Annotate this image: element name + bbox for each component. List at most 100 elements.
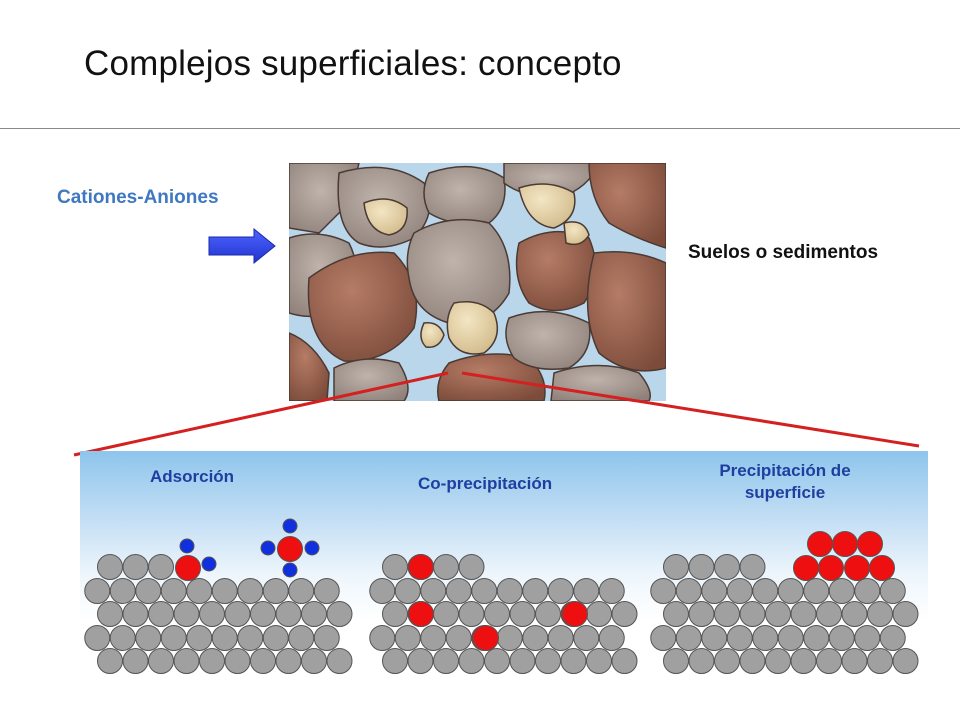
lattice-atom (663, 601, 689, 627)
lattice-atom (535, 601, 561, 627)
lattice-atom (97, 601, 123, 627)
lattice-atom (560, 648, 587, 674)
lattice-atom (122, 554, 149, 580)
lattice-atom (803, 625, 830, 651)
lattice-atom (275, 648, 302, 674)
lattice-atom (739, 648, 766, 674)
surface-precipitation-label: Precipitación de superficie (690, 460, 880, 504)
lattice-atom (867, 601, 893, 627)
lattice-atom (160, 578, 187, 604)
lattice-atom (394, 578, 421, 604)
lattice-atom (382, 554, 408, 580)
lattice-atom (109, 578, 136, 604)
sorbed-cation (277, 536, 303, 562)
lattice-atom (688, 554, 715, 580)
lattice-atom (675, 578, 702, 604)
lattice-atom (186, 625, 213, 651)
lattice-atom (726, 578, 753, 604)
lattice-atom (84, 578, 111, 604)
lattice-atom (250, 601, 276, 627)
sorbed-cation (408, 554, 434, 580)
surface-precipitation-line1: Precipitación de (719, 461, 851, 480)
lattice-atom (879, 578, 906, 604)
lattice-atom (122, 601, 149, 627)
lattice-atom (714, 554, 740, 580)
lattice-atom (611, 648, 638, 674)
lattice-atom (714, 648, 740, 674)
lattice-atom (186, 578, 213, 604)
lattice-atom (777, 625, 804, 651)
ligand (179, 538, 195, 554)
lattice-atom (458, 648, 485, 674)
lattice-atom (211, 625, 238, 651)
lattice-atom (262, 578, 289, 604)
lattice-atom (522, 625, 549, 651)
sorbed-cation (562, 601, 588, 627)
lattice-atom (535, 648, 561, 674)
lattice-atom (573, 578, 600, 604)
lattice-atom (382, 648, 408, 674)
lattice-atom (237, 578, 264, 604)
lattice-atom (135, 578, 162, 604)
lattice-atom (892, 648, 919, 674)
lattice-atom (547, 578, 574, 604)
lattice-atom (109, 625, 136, 651)
lattice-atom (867, 648, 893, 674)
lattice-atom (224, 601, 251, 627)
lattice-atom (828, 578, 855, 604)
lattice-atom (369, 578, 396, 604)
lattice-atom (701, 625, 728, 651)
lattice-atom (688, 648, 715, 674)
lattice-atom (739, 601, 766, 627)
lattice-atom (879, 625, 906, 651)
lattice-atom (394, 625, 421, 651)
ligand (201, 556, 217, 572)
slide-title: Complejos superficiales: concepto (84, 44, 622, 83)
sorbed-cation (408, 601, 434, 627)
lattice-atom (714, 601, 740, 627)
lattice-atom (892, 601, 919, 627)
lattice-atom (369, 625, 396, 651)
lattice-atom (841, 648, 868, 674)
lattice-atom (275, 601, 302, 627)
lattice-atom (663, 648, 689, 674)
soil-sediments-label: Suelos o sedimentos (688, 242, 879, 263)
surface-precipitation-line2: superficie (744, 483, 826, 502)
precipitate-atom (869, 555, 895, 581)
lattice-atom (301, 601, 327, 627)
lattice-atom (433, 554, 459, 580)
precipitate-atom (807, 531, 833, 557)
sorbed-cation (175, 555, 201, 581)
lattice-atom (650, 578, 677, 604)
lattice-atom (484, 648, 510, 674)
precipitate-atom (844, 555, 870, 581)
lattice-atom (726, 625, 753, 651)
lattice-atom (135, 625, 162, 651)
lattice-atom (433, 601, 459, 627)
lattice-atom (313, 625, 340, 651)
lattice-atom (173, 601, 200, 627)
lattice-atom (122, 648, 149, 674)
lattice-atom (509, 648, 536, 674)
lattice-atom (765, 601, 791, 627)
lattice-atom (407, 648, 434, 674)
lattice-atom (471, 578, 498, 604)
precipitate-atom (793, 555, 819, 581)
lattice-atom (173, 648, 200, 674)
lattice-atom (250, 648, 276, 674)
lattice-atom (509, 601, 536, 627)
lattice-atom (326, 601, 353, 627)
lattice-atom (663, 554, 689, 580)
lattice-atom (816, 648, 842, 674)
lattice-atom (224, 648, 251, 674)
lattice-atom (433, 648, 459, 674)
ligand (282, 518, 298, 534)
lattice-atom (828, 625, 855, 651)
lattice-atom (301, 648, 327, 674)
sorbed-cation (473, 625, 499, 651)
precipitate-atom (818, 555, 844, 581)
lattice-atom (854, 578, 881, 604)
lattice-atom (458, 554, 485, 580)
